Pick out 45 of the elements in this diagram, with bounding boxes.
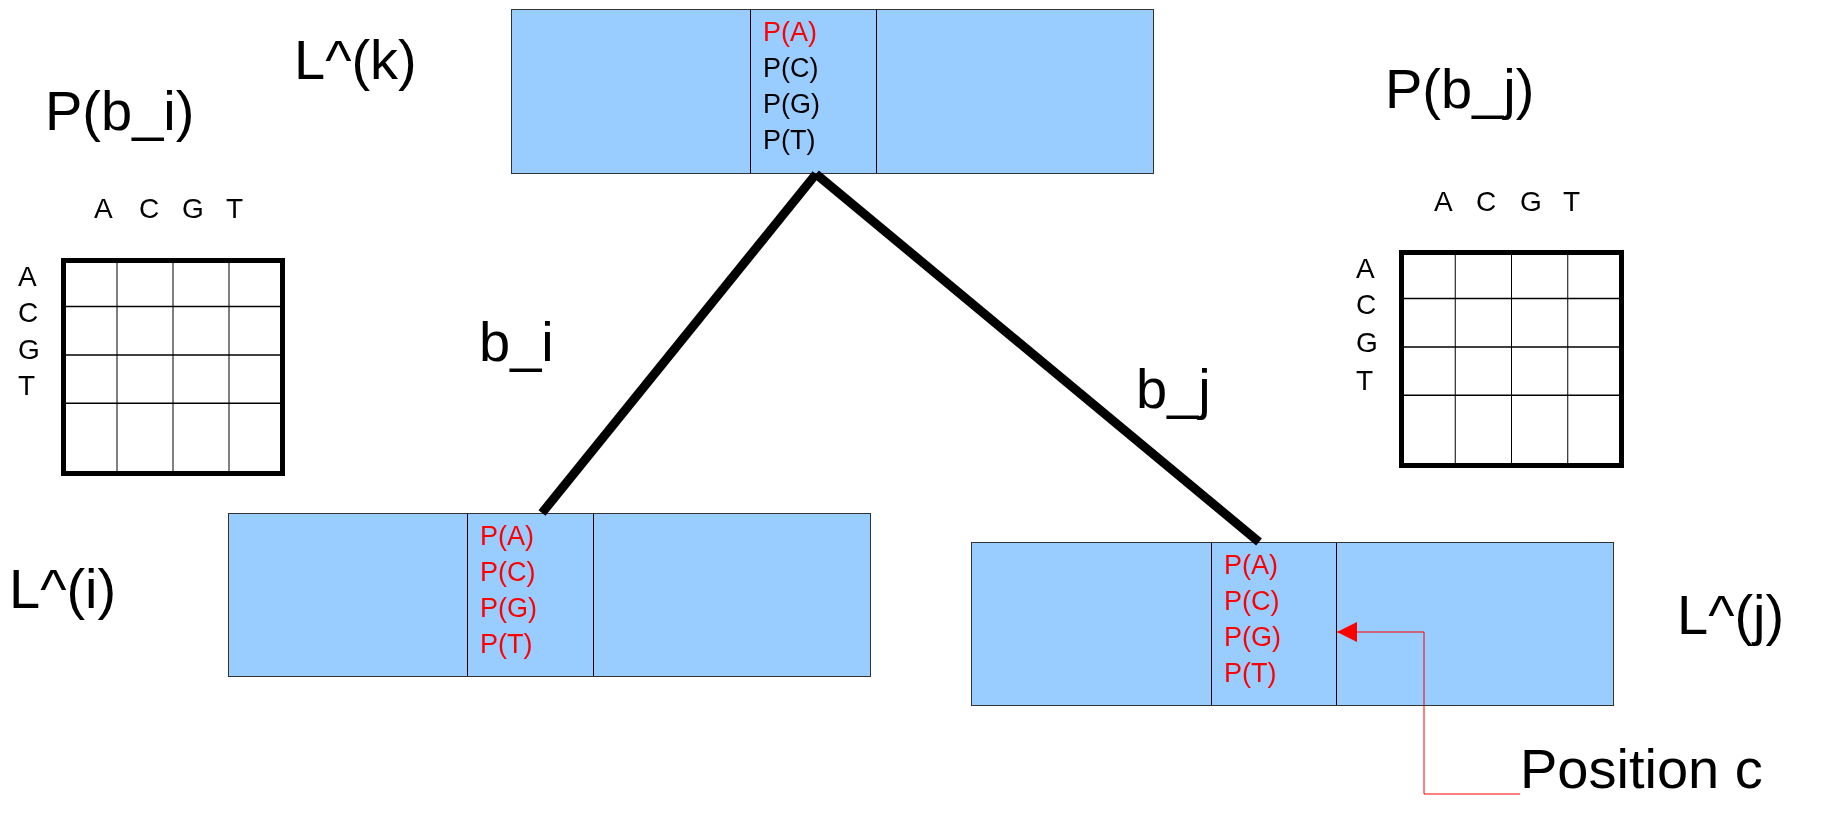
matrix-header: T <box>18 371 36 401</box>
matrix-header: G <box>182 194 204 224</box>
branch-line <box>813 170 1262 546</box>
branch-line <box>538 171 820 516</box>
probability-label: P(T) <box>480 628 533 661</box>
matrix-title: P(b_j) <box>1385 58 1535 120</box>
arrow <box>1336 622 1521 795</box>
matrix-header: G <box>1356 328 1378 358</box>
probability-label: P(C) <box>480 556 536 589</box>
probability-label: P(A) <box>763 16 817 49</box>
matrix-header: C <box>1356 290 1377 320</box>
callout-text: Position c <box>1520 737 1763 800</box>
probability-label: P(T) <box>1224 657 1277 690</box>
likelihood-vector-box <box>971 542 1614 706</box>
box-label: L^(k) <box>294 29 417 91</box>
matrix-header: A <box>1356 254 1375 284</box>
matrix-header: G <box>18 335 40 365</box>
likelihood-vector-box <box>511 9 1154 174</box>
probability-label: P(C) <box>763 52 819 85</box>
probability-label: P(G) <box>763 88 820 121</box>
probability-label: P(T) <box>763 124 816 157</box>
probability-column <box>1211 543 1337 705</box>
matrix-header: A <box>1434 187 1453 217</box>
probability-label: P(G) <box>480 592 537 625</box>
matrix-header: A <box>94 194 113 224</box>
probability-label: P(A) <box>1224 549 1278 582</box>
matrix-header: C <box>1476 187 1497 217</box>
likelihood-vector-box <box>228 513 871 677</box>
matrix-header: T <box>1563 187 1581 217</box>
matrix-header: C <box>18 298 39 328</box>
box-label: L^(i) <box>9 558 117 620</box>
probability-label: P(G) <box>1224 621 1281 654</box>
probability-column <box>750 10 877 173</box>
probability-label: P(A) <box>480 520 534 553</box>
matrix-header: G <box>1520 187 1542 217</box>
matrix-title: P(b_i) <box>45 80 195 142</box>
probability-label: P(C) <box>1224 585 1280 618</box>
edge-label: b_i <box>479 311 554 373</box>
matrix-header: T <box>1356 366 1374 396</box>
box-label: L^(j) <box>1677 584 1785 646</box>
probability-column <box>467 514 594 676</box>
matrix-header: C <box>139 194 160 224</box>
edge-label: b_j <box>1136 358 1211 420</box>
matrix-header: T <box>226 194 244 224</box>
matrix-header: A <box>18 262 37 292</box>
